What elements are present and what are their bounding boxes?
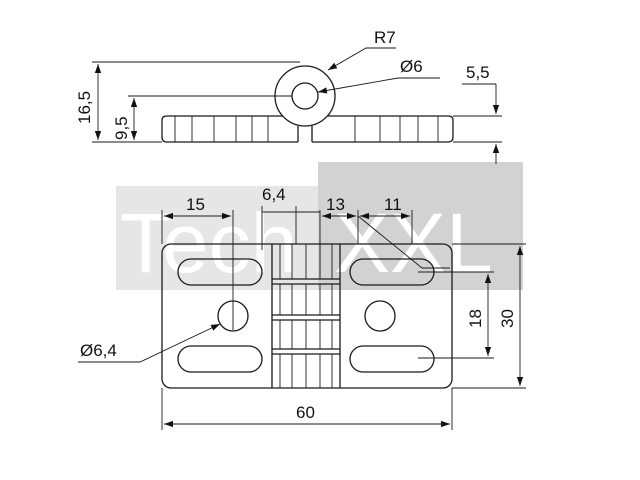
dim-label-6-4: 6,4 <box>262 185 286 204</box>
dim-label-11: 11 <box>384 195 402 214</box>
knuckle-column <box>271 244 341 388</box>
dim-label-9-5: 9,5 <box>112 116 131 140</box>
dim-label-pin: Ø6 <box>400 57 423 76</box>
slot-bottom-left <box>177 345 263 373</box>
left-leaf <box>161 115 298 143</box>
radius-leader <box>327 47 396 71</box>
dim-label-18: 18 <box>466 309 485 328</box>
slot-bottom-right <box>349 345 435 373</box>
dim-label-13: 13 <box>326 195 345 214</box>
right-leaf <box>312 115 454 143</box>
watermark-light-block <box>116 186 326 290</box>
pin-circle <box>291 82 319 110</box>
leaf-ticks <box>174 116 439 142</box>
watermark-dark-block <box>318 162 523 290</box>
hinge-outline <box>161 243 453 389</box>
watermark-text-light: Tech <box>120 196 297 290</box>
hole-leader <box>78 323 221 363</box>
top-view: 16,5 9,5 R7 Ø6 5,5 <box>75 28 502 164</box>
watermark-text-dark: XXL <box>334 196 493 290</box>
dim-label-15: 15 <box>186 195 205 214</box>
front-view: 15 6,4 13 11 18 30 60 Ø6, <box>78 185 526 430</box>
knuckle-gap <box>297 126 313 142</box>
dim-label-radius: R7 <box>374 28 396 47</box>
dim-label-30: 30 <box>498 309 517 328</box>
slot-top-left <box>177 258 263 286</box>
dim-label-16-5: 16,5 <box>75 91 94 124</box>
dim-label-hole: Ø6,4 <box>80 341 117 360</box>
dim-label-60: 60 <box>296 403 315 422</box>
dim-label-5-5: 5,5 <box>466 63 490 82</box>
pin-leader <box>317 77 440 94</box>
hole-right <box>364 300 396 332</box>
watermark: Tech XXL <box>116 162 523 290</box>
